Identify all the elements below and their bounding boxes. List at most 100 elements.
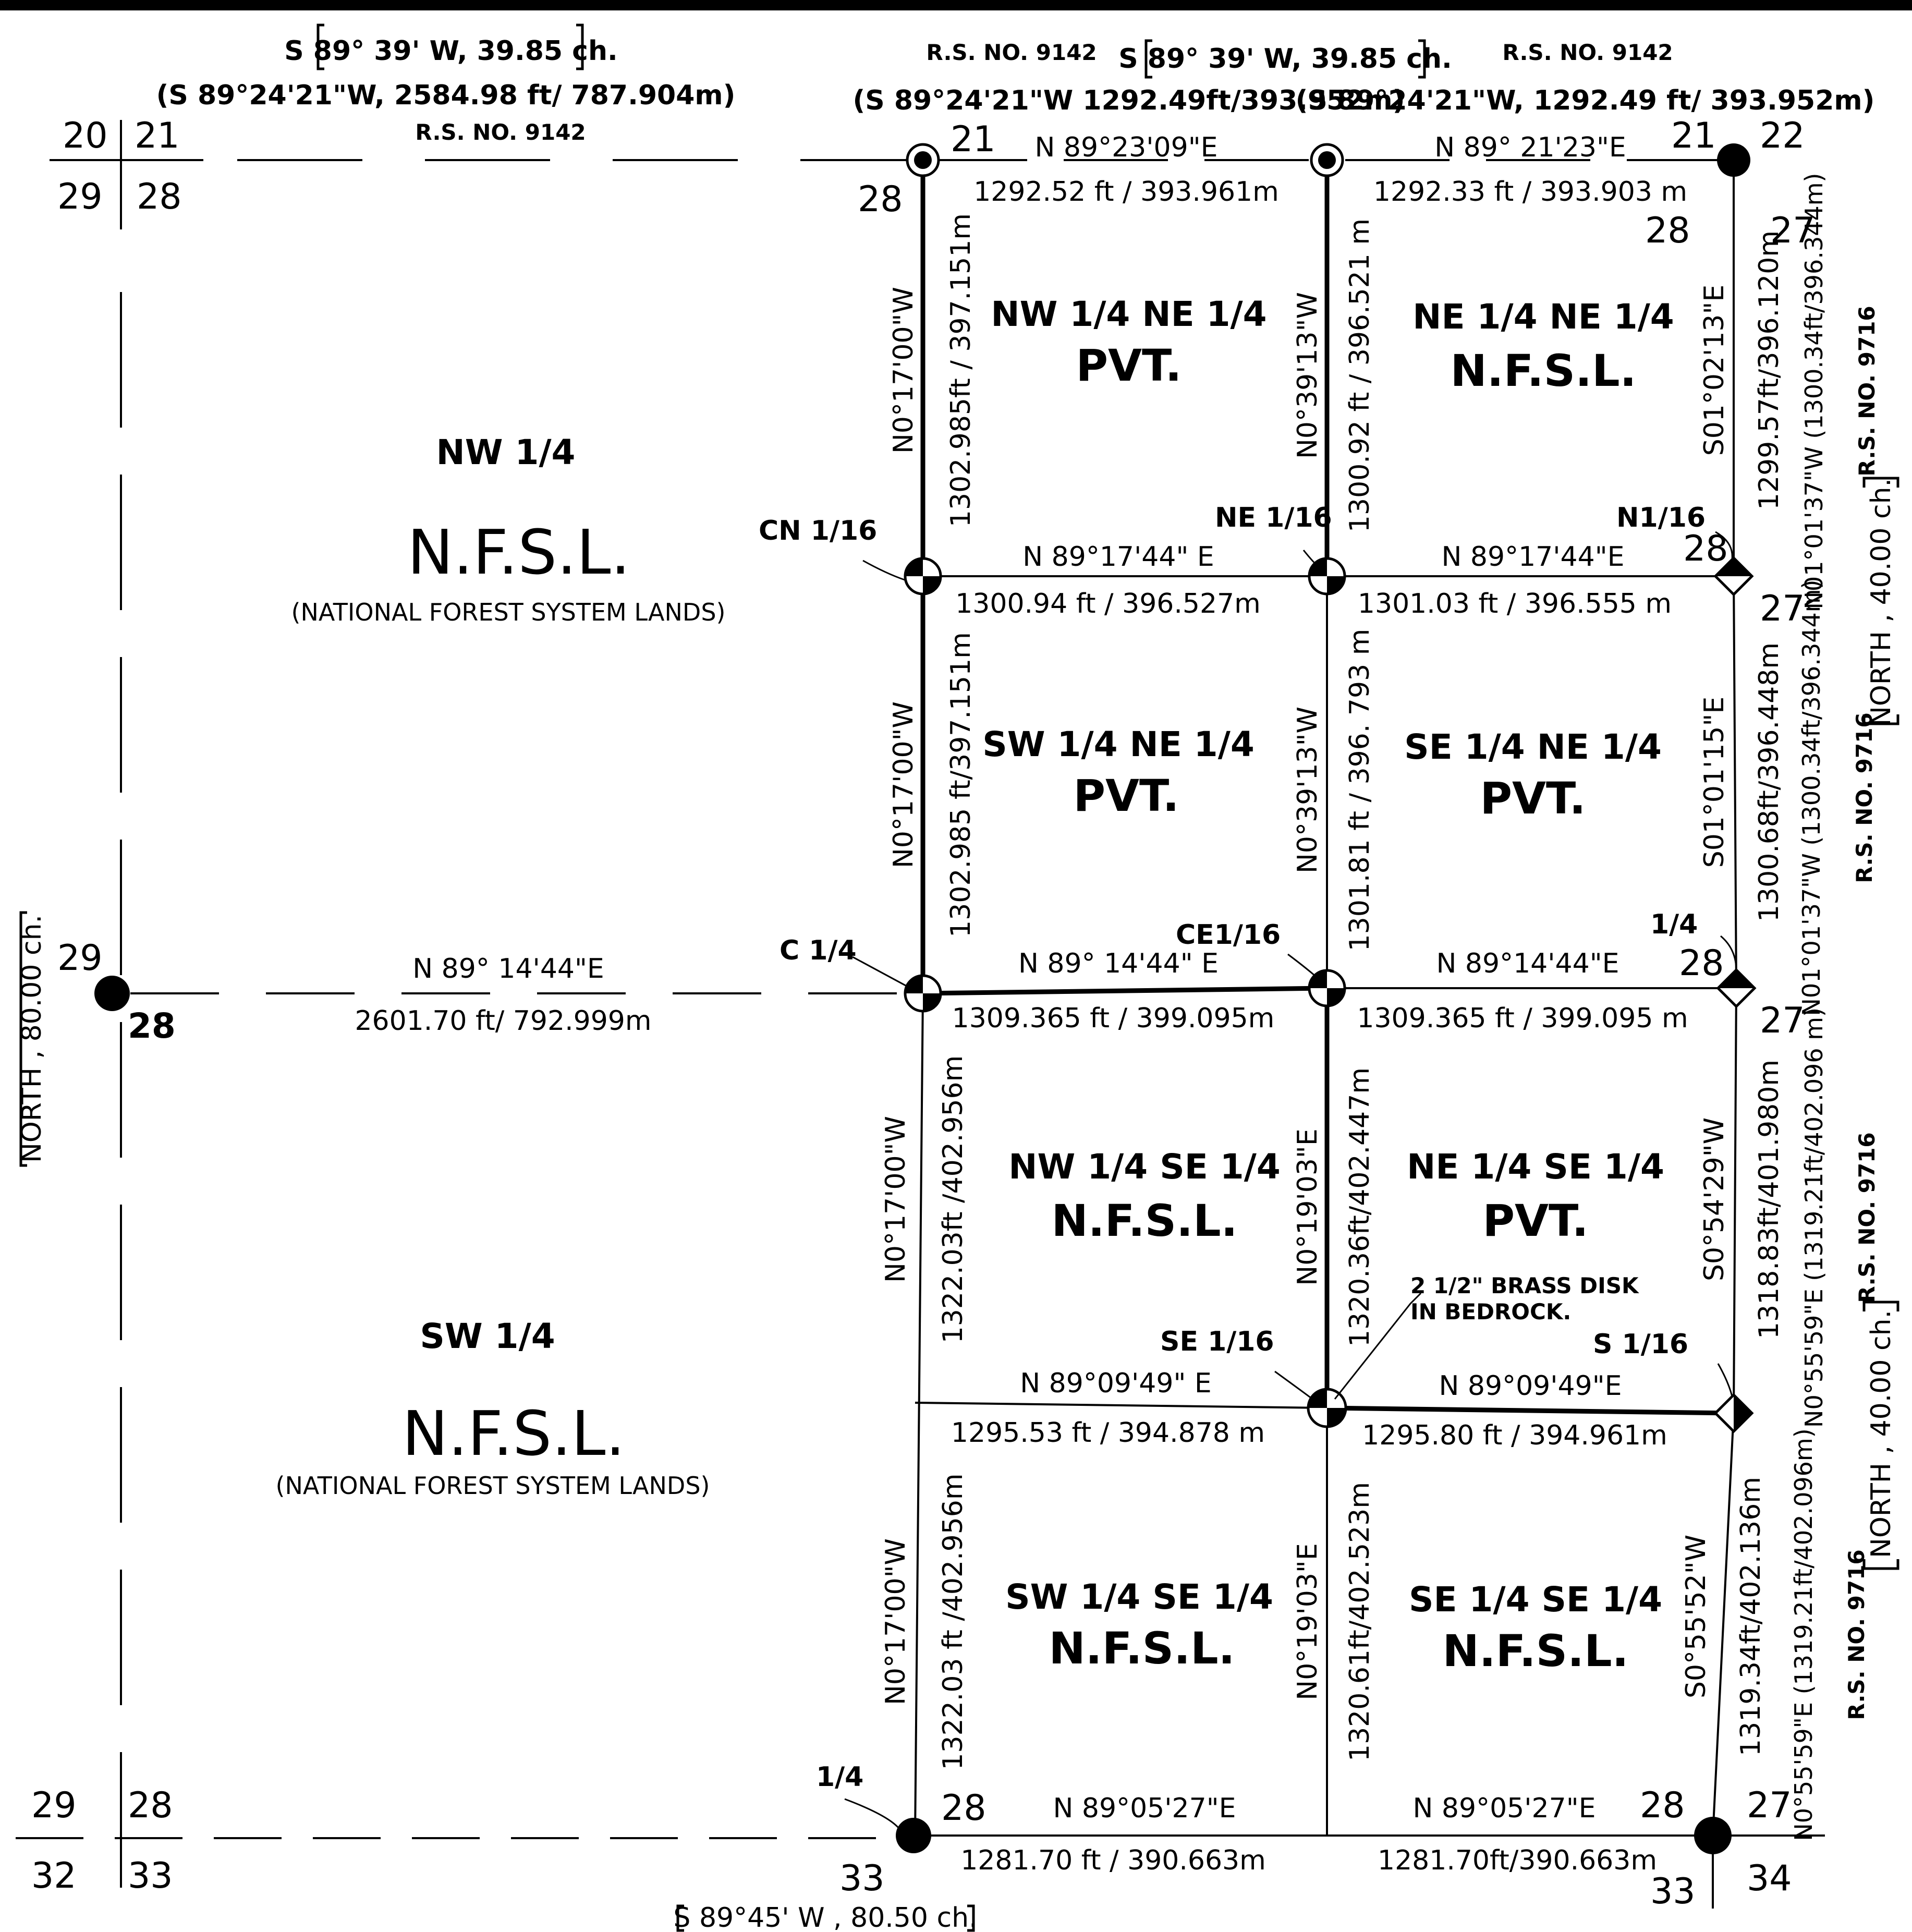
s116-w-bearing: N 89°09'49" E (1020, 1368, 1212, 1399)
sec-28-top-mid: 28 (858, 179, 903, 220)
horizontal-courses: N 89°23'09"E 1292.52 ft / 393.961m N 89°… (355, 132, 1688, 1876)
south-w-dist: 1281.70 ft / 390.663m (960, 1845, 1266, 1876)
v1-seg3-bearing: N0°17'00"W (880, 1116, 911, 1283)
sec-33-s14: 33 (839, 1858, 885, 1899)
north-line-e-dist: 1292.33 ft / 393.903 m (1373, 176, 1687, 208)
se-section-corner-monument (1694, 1817, 1732, 1854)
record-top-right-rs: R.S. NO. 9142 (1502, 40, 1673, 65)
rec-east-upper-paren: N01°01'37"W (1300.34ft/396.344m) (1800, 173, 1828, 610)
sec-33-se: 33 (1650, 1871, 1696, 1912)
s-quarter-corner-monument (896, 1818, 931, 1853)
nwne-status: PVT. (1076, 340, 1182, 391)
north-line-w-dist: 1292.52 ft / 393.961m (973, 176, 1279, 208)
sese-status: N.F.S.L. (1443, 1625, 1629, 1676)
south-e-bearing: N 89°05'27"E (1413, 1793, 1596, 1824)
sec-28-ne: 28 (1645, 210, 1690, 251)
v1-seg4-bearing: N0°17'00"W (880, 1538, 911, 1705)
record-top-mid-bracket: S 89° 39' W, 39.85 ch. (1118, 43, 1452, 75)
sec-33-sw: 33 (128, 1855, 173, 1897)
sec-27-e14: 27 (1760, 1000, 1805, 1041)
s116-east-monument (1713, 1393, 1754, 1433)
record-top-mid-paren: (S 89°24'21"W 1292.49ft/393.952m) (853, 85, 1405, 116)
brass-disk-line2: IN BEDROCK. (1410, 1299, 1571, 1325)
nw14-note: (NATIONAL FOREST SYSTEM LANDS) (291, 598, 726, 626)
v3-south-mid (1733, 988, 1737, 1414)
corner-labels: CN 1/16 NE 1/16 N1/16 C 1/4 CE1/16 1/4 S… (759, 502, 1706, 1793)
c14-label: C 1/4 (780, 935, 857, 966)
south-w-bearing: N 89°05'27"E (1053, 1793, 1236, 1824)
rec-east-upper2-paren: N01°01'37"W (1300.34ft/396.344m) (1797, 580, 1825, 1016)
rec-east-lower2-rs: R.S. NO. 9716 (1844, 1549, 1869, 1720)
sec-28-w: 28 (128, 1006, 176, 1046)
n116-e-bearing: N 89°17'44"E (1442, 541, 1625, 573)
record-top-left-rs: R.S. NO. 9142 (415, 119, 586, 145)
s116-e-dist: 1295.80 ft / 394.961m (1362, 1420, 1667, 1451)
v1-thin-south (914, 993, 924, 1836)
n-sixteenth-monument (1310, 143, 1344, 177)
nene-name: NE 1/4 NE 1/4 (1412, 297, 1674, 337)
rec-east-lower2-paren: N0°55'59"E (1319.21ft/402.096m) (1789, 1428, 1818, 1841)
sec-32-sw: 32 (31, 1855, 77, 1897)
e14-label: 1/4 (1650, 909, 1698, 940)
se116-monument (1307, 1388, 1347, 1428)
sene-name: SE 1/4 NE 1/4 (1404, 727, 1662, 767)
v1-seg4-dist: 1322.03 ft /402.956m (937, 1473, 969, 1770)
nwne-name: NW 1/4 NE 1/4 (991, 294, 1266, 334)
rec-east-north-upper: NORTH , 40.00 ch. (1866, 478, 1897, 726)
s116-label: S 1/16 (1593, 1329, 1688, 1360)
sec-21: 21 (135, 115, 180, 156)
v3-seg4-bearing: S0°55'52"W (1680, 1535, 1712, 1698)
v3-seg2-bearing: S01°01'15"E (1699, 697, 1730, 868)
v2-seg4-bearing: N0°19'03"E (1292, 1543, 1323, 1700)
s14-label: 1/4 (816, 1761, 863, 1793)
se116-label: SE 1/16 (1160, 1326, 1274, 1357)
brass-disk-line1: 2 1/2" BRASS DISK (1410, 1273, 1639, 1298)
s116-line-heavy (1326, 1405, 1734, 1416)
v1-seg2-bearing: N0°17'00"W (888, 701, 919, 868)
nw14-name: NW 1/4 (436, 432, 576, 472)
sw14-status: N.F.S.L. (402, 1398, 625, 1469)
swne-status: PVT. (1073, 770, 1179, 821)
leader-lines (844, 531, 1737, 1829)
sec-34-se: 34 (1747, 1858, 1792, 1899)
quarter-e-bearing: N 89°14'44"E (1436, 948, 1619, 979)
ne-section-corner-monument (1717, 143, 1750, 177)
quarter-e-dist: 1309.365 ft / 399.095 m (1357, 1003, 1688, 1034)
v1-seg3-dist: 1322.03ft /402.956m (937, 1055, 969, 1344)
corner-monuments (94, 143, 1757, 1854)
n116-w-dist: 1300.94 ft / 396.527m (955, 588, 1261, 619)
quarter-line-heavy (922, 986, 1328, 996)
section-numbers: 20 21 29 28 21 28 21 22 28 27 29 28 28 2… (31, 115, 1816, 1912)
quarter-w-dist: 2601.70 ft/ 792.999m (355, 1005, 651, 1037)
nwse-status: N.F.S.L. (1052, 1195, 1238, 1246)
v2-seg3-bearing: N0°19'03"E (1292, 1128, 1323, 1285)
n116-e-dist: 1301.03 ft / 396.555 m (1358, 588, 1672, 619)
rec-west-north: NORTH , 80.00 ch. (16, 915, 47, 1163)
v3-seg2-dist: 1300.68ft/396.448m (1753, 642, 1785, 922)
sec-20: 20 (63, 115, 108, 156)
v3-seg4-dist: 1319.34ft/402.136m (1735, 1477, 1767, 1756)
v3-seg1-bearing: S01°02'13"E (1699, 285, 1730, 456)
record-top-mid-rs: R.S. NO. 9142 (926, 40, 1097, 65)
rec-east-lower-rs: R.S. NO. 9716 (1854, 1132, 1880, 1303)
parcel-labels: NW 1/4 N.F.S.L. (NATIONAL FOREST SYSTEM … (276, 294, 1674, 1676)
sec-27-se: 27 (1747, 1785, 1792, 1826)
n116-label: N1/16 (1616, 502, 1706, 533)
sec-27-ne: 27 (1770, 210, 1816, 251)
record-top-right-paren: (S 89°24'21"W, 1292.49 ft/ 393.952m) (1296, 85, 1875, 116)
s116-e-bearing: N 89°09'49"E (1439, 1370, 1622, 1402)
s116-w-dist: 1295.53 ft / 394.878 m (951, 1417, 1265, 1449)
record-top-left-paren: (S 89°24'21"W, 2584.98 ft/ 787.904m) (156, 80, 736, 111)
v3-south (1712, 1413, 1735, 1836)
c14-monument (904, 974, 942, 1013)
swne-name: SW 1/4 NE 1/4 (982, 724, 1255, 764)
v2-seg2-dist: 1301.81 ft / 396. 793 m (1344, 629, 1375, 952)
v1-seg1-dist: 1302.985ft / 397.151m (945, 213, 977, 527)
rec-east-north-lower: NORTH , 40.00 ch. (1866, 1310, 1897, 1558)
sec-29-sw: 29 (31, 1785, 77, 1826)
sec-28-se: 28 (1640, 1785, 1685, 1826)
quarter-c-dist: 1309.365 ft / 399.095m (952, 1003, 1275, 1034)
sec-27-n116: 27 (1760, 588, 1805, 629)
sec-21-top-mid: 21 (951, 119, 996, 160)
